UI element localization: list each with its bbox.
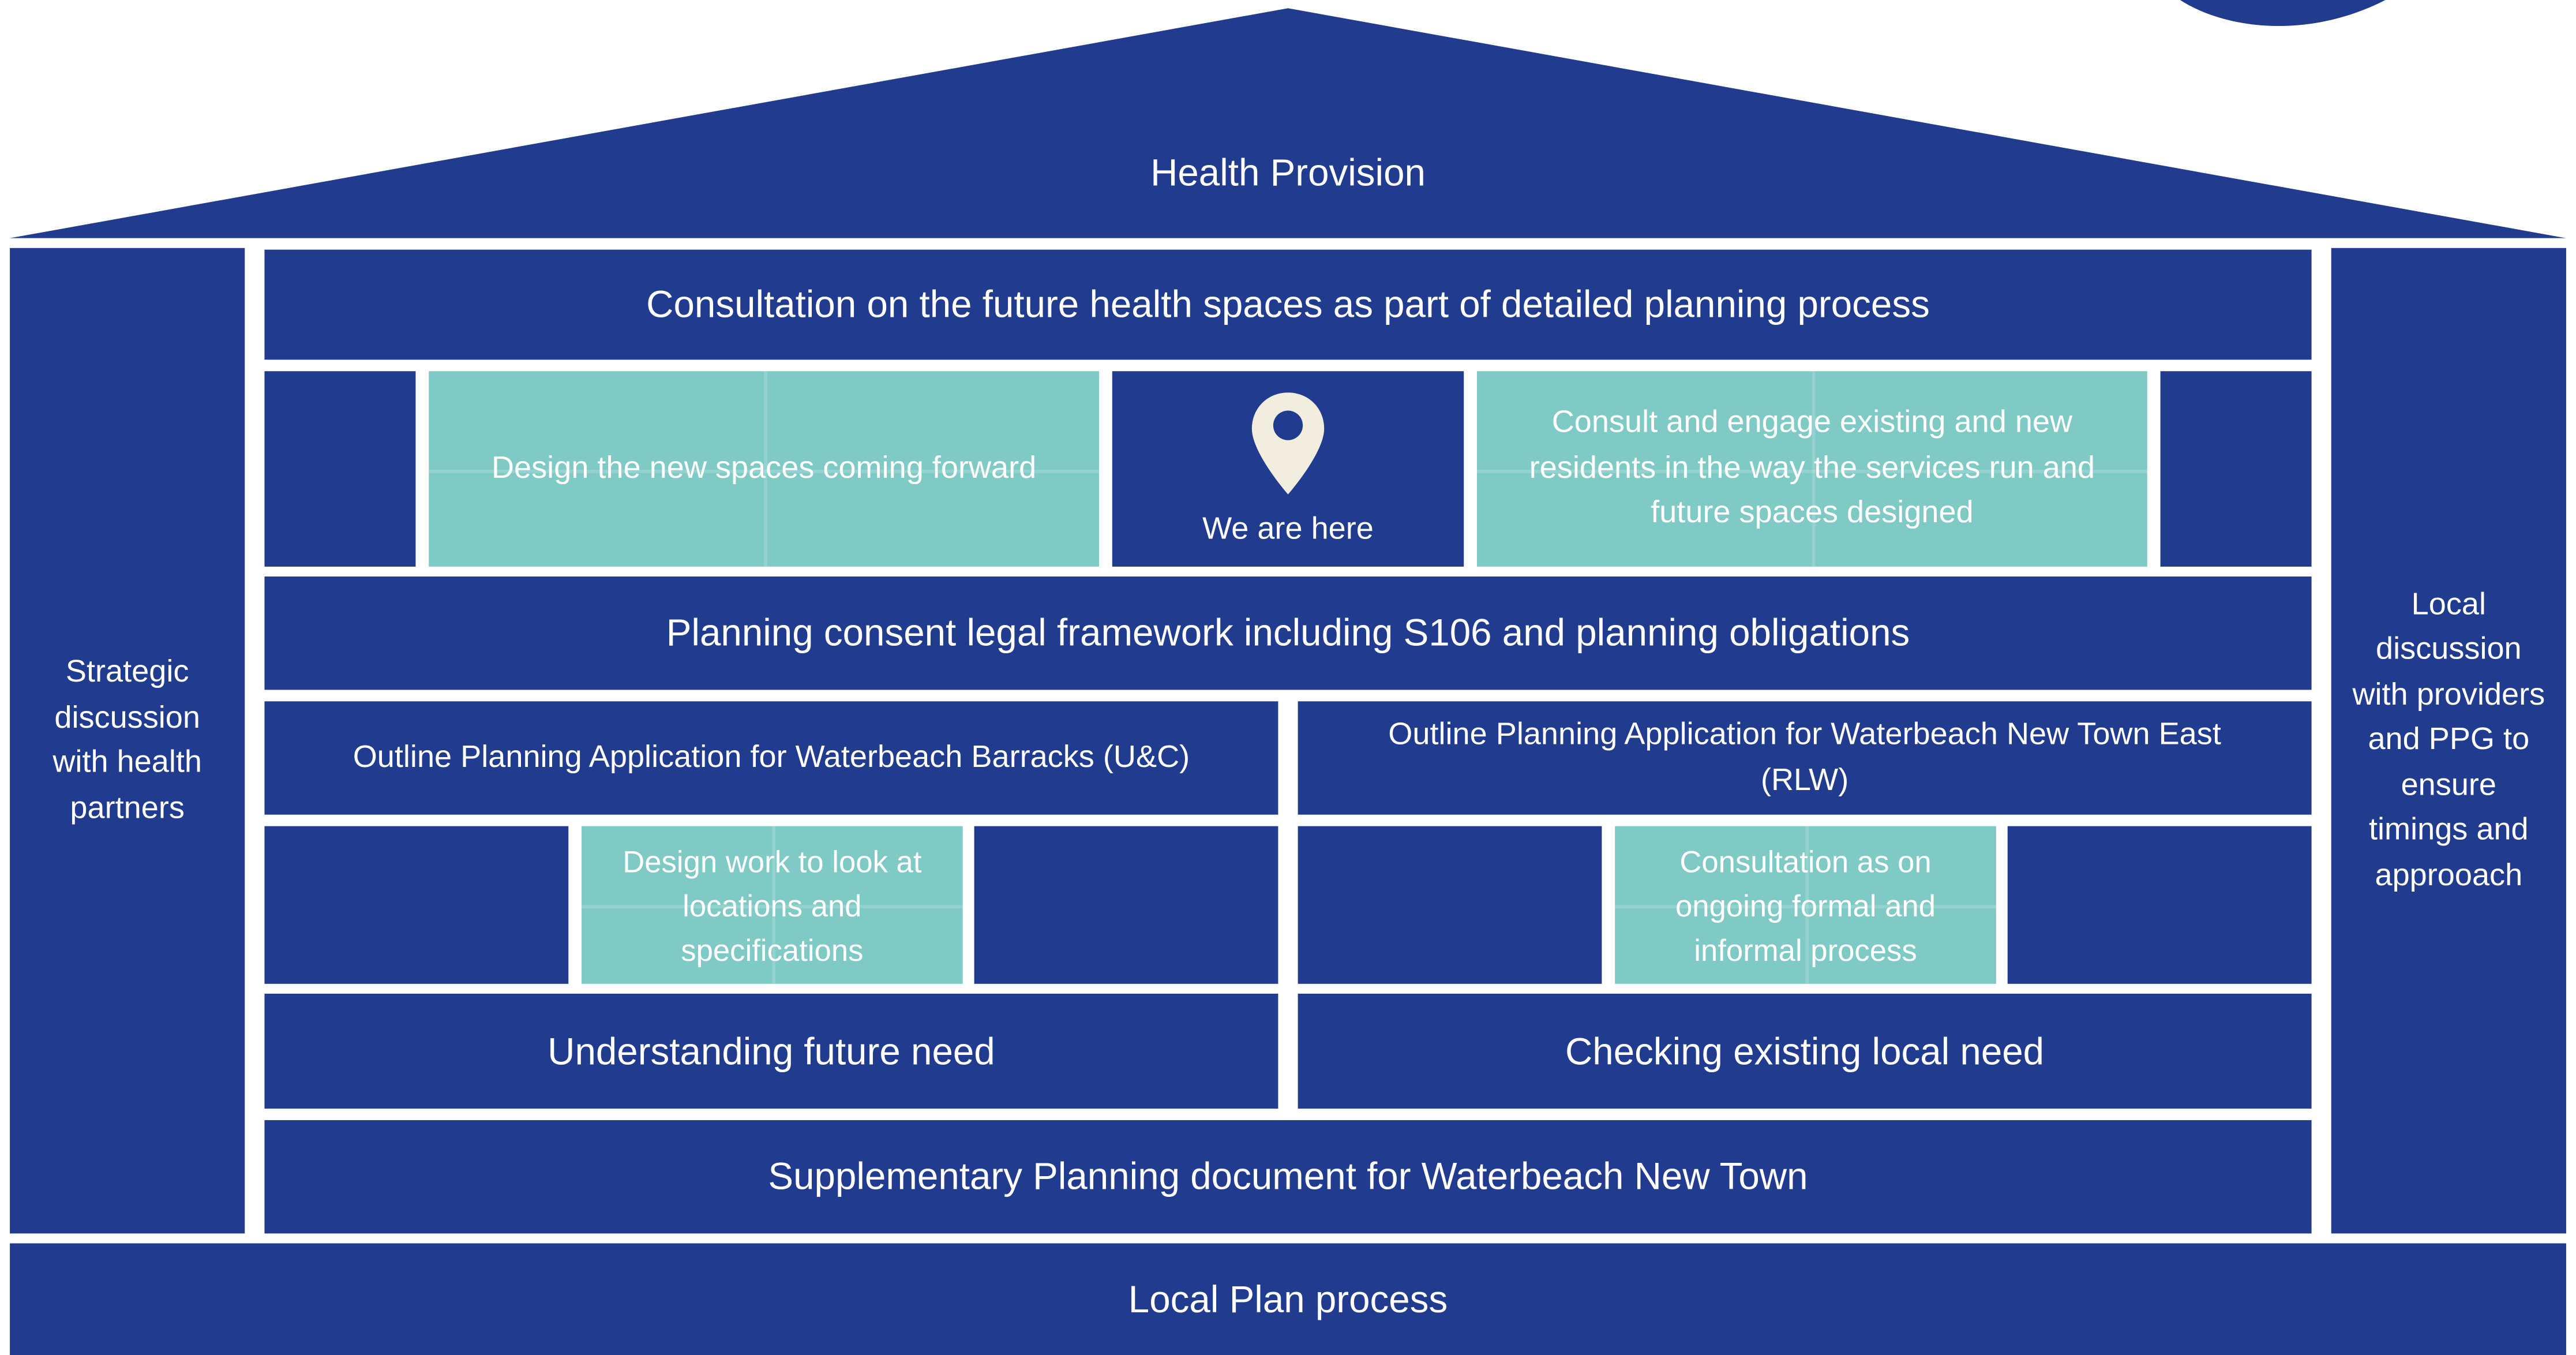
spacer-block xyxy=(2160,371,2312,567)
roof xyxy=(10,0,2566,238)
roof-label: Health Provision xyxy=(1150,150,1426,193)
spacer-block xyxy=(2007,826,2312,984)
left-pillar-label: Strategic discussion with health partner… xyxy=(53,655,203,826)
map-pin-icon xyxy=(1251,392,1325,495)
spd-bar: Supplementary Planning document for Wate… xyxy=(264,1120,2312,1234)
barracks-application-box: Outline Planning Application for Waterbe… xyxy=(264,701,1278,815)
existing-need-box: Checking existing local need xyxy=(1298,993,2312,1109)
consultation-ongoing-label: Consultation as on ongoing formal and in… xyxy=(1675,843,1936,967)
design-work-label: Design work to look at locations and spe… xyxy=(623,843,922,967)
right-pillar: Local discussion with providers and PPG … xyxy=(2331,248,2566,1234)
consultation-bar: Consultation on the future health spaces… xyxy=(264,249,2312,360)
spacer-block xyxy=(974,826,1278,984)
design-spaces-label: Design the new spaces coming forward xyxy=(491,451,1037,486)
current-position-box: We are here xyxy=(1112,371,1464,567)
spacer-block xyxy=(264,371,416,567)
we-are-here-label: We are here xyxy=(1202,512,1374,547)
foundation-bar: Local Plan process xyxy=(10,1243,2566,1355)
consult-residents-box: Consult and engage existing and new resi… xyxy=(1476,371,2147,567)
new-town-east-application-box: Outline Planning Application for Waterbe… xyxy=(1298,701,2312,815)
left-pillar: Strategic discussion with health partner… xyxy=(10,248,245,1234)
design-spaces-box: Design the new spaces coming forward xyxy=(429,371,1100,567)
consult-residents-label: Consult and engage existing and new resi… xyxy=(1529,406,2095,531)
right-pillar-label: Local discussion with providers and PPG … xyxy=(2352,587,2545,893)
decorative-blob-shape xyxy=(2180,0,2386,27)
design-work-box: Design work to look at locations and spe… xyxy=(582,826,963,984)
spacer-block xyxy=(264,826,569,984)
spacer-block xyxy=(1298,826,1602,984)
planning-consent-bar: Planning consent legal framework includi… xyxy=(264,576,2312,690)
consultation-ongoing-box: Consultation as on ongoing formal and in… xyxy=(1615,826,1996,984)
future-need-box: Understanding future need xyxy=(264,993,1278,1109)
